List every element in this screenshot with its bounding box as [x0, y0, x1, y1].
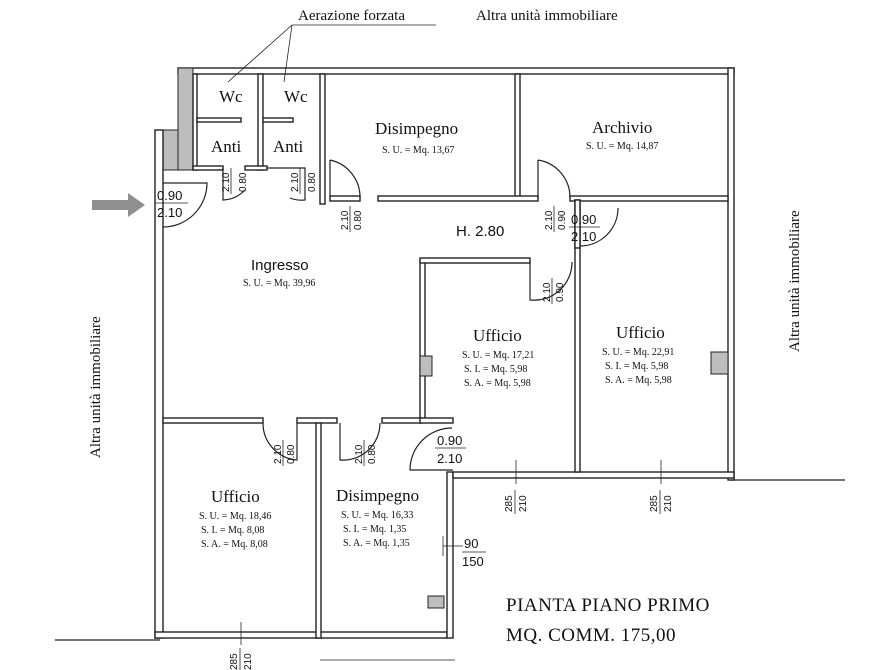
window-dim-side: 90 150: [462, 536, 486, 569]
ufficio-center-label: Ufficio: [473, 326, 522, 345]
svg-text:90: 90: [464, 536, 478, 551]
svg-text:2.10: 2.10: [542, 282, 553, 302]
disimpegno-bottom-label: Disimpegno: [336, 486, 419, 505]
interior-walls: [162, 73, 729, 639]
svg-text:0.90: 0.90: [157, 188, 182, 203]
svg-text:2.10: 2.10: [221, 172, 232, 192]
ufficio-bottom-label: Ufficio: [211, 487, 260, 506]
svg-text:2.10: 2.10: [354, 444, 365, 464]
svg-text:210: 210: [518, 495, 529, 512]
svg-text:210: 210: [663, 495, 674, 512]
door-dim-bottom-passage: 0.90 2.10: [435, 433, 466, 466]
ufficio-bottom-sa: S. A. = Mq. 8,08: [201, 539, 268, 550]
ufficio-center-si: S. I. = Mq. 5,98: [464, 364, 527, 375]
neighbor-top-label: Altra unità immobiliare: [476, 8, 618, 24]
svg-text:2.10: 2.10: [340, 210, 351, 230]
svg-text:285: 285: [229, 653, 240, 670]
door-dim-ufficio-bottom: 0.80 2.10: [273, 440, 297, 466]
door-dim-anti1: 0.80 2.10: [221, 168, 249, 194]
disimpegno-bottom-sa: S. A. = Mq. 1,35: [343, 538, 410, 549]
svg-text:285: 285: [504, 495, 515, 512]
svg-text:0.80: 0.80: [307, 172, 318, 192]
ufficio-bottom-su: S. U. = Mq. 18,46: [199, 511, 271, 522]
svg-text:150: 150: [462, 554, 484, 569]
disimpegno-bottom-su: S. U. = Mq. 16,33: [341, 510, 413, 521]
ingresso-label: Ingresso: [251, 257, 309, 274]
ufficio-right-si: S. I. = Mq. 5,98: [605, 361, 668, 372]
ufficio-right-sa: S. A. = Mq. 5,98: [605, 375, 672, 386]
wc1-label: Wc: [219, 87, 243, 106]
svg-text:2.10: 2.10: [157, 205, 182, 220]
anti1-label: Anti: [211, 137, 242, 156]
ufficio-center-sa: S. A. = Mq. 5,98: [464, 378, 531, 389]
neighbor-left-label: Altra unità immobiliare: [88, 316, 104, 458]
svg-text:2.10: 2.10: [273, 444, 284, 464]
ventilation-label: Aerazione forzata: [298, 8, 405, 24]
archivio-label: Archivio: [592, 118, 652, 137]
svg-text:0.90: 0.90: [571, 212, 596, 227]
svg-text:0.90: 0.90: [555, 282, 566, 302]
wc2-label: Wc: [284, 87, 308, 106]
door-dim-archivio: 0.90 2.10: [544, 206, 568, 232]
svg-text:210: 210: [243, 653, 254, 670]
window-dim-center: 285 210: [504, 490, 529, 514]
door-dim-anti2: 0.80 2.10: [290, 168, 318, 194]
anti2-label: Anti: [273, 137, 304, 156]
plan-area: MQ. COMM. 175,00: [506, 625, 676, 646]
svg-text:0.80: 0.80: [286, 444, 297, 464]
archivio-su: S. U. = Mq. 14,87: [586, 141, 658, 152]
outer-walls: [154, 67, 735, 639]
entrance-arrow-icon: [92, 193, 145, 217]
door-dim-entrance: 0.90 2.10: [155, 188, 188, 220]
neighbor-right-label: Altra unità immobiliare: [787, 210, 803, 352]
ufficio-center-su: S. U. = Mq. 17,21: [462, 350, 534, 361]
door-dim-disimpegno-bottom: 0.80 2.10: [354, 440, 378, 466]
ufficio-bottom-si: S. I. = Mq. 8,08: [201, 525, 264, 536]
plan-title: PIANTA PIANO PRIMO: [506, 595, 710, 616]
window-dim-right: 285 210: [649, 490, 674, 514]
door-swings: [162, 159, 619, 471]
door-dim-disimpegno-top: 0.80 2.10: [340, 206, 364, 232]
svg-text:0.90: 0.90: [437, 433, 462, 448]
window-markers: [240, 460, 662, 645]
door-dim-ufficio-right: 0.90 2.10: [569, 212, 600, 244]
height-label: H. 2.80: [456, 223, 504, 240]
svg-text:2.10: 2.10: [571, 229, 596, 244]
ventilation-leaders: [227, 24, 436, 83]
svg-text:0.80: 0.80: [367, 444, 378, 464]
door-dim-ufficio-center: 0.90 2.10: [542, 278, 566, 304]
svg-text:2.10: 2.10: [437, 451, 462, 466]
svg-text:285: 285: [649, 495, 660, 512]
disimpegno-top-su: S. U. = Mq. 13,67: [382, 145, 454, 156]
ufficio-right-label: Ufficio: [616, 323, 665, 342]
ingresso-su: S. U. = Mq. 39,96: [243, 278, 315, 289]
disimpegno-top-label: Disimpegno: [375, 119, 458, 138]
window-dim-bottom-left: 285 210: [229, 648, 254, 670]
svg-text:2.10: 2.10: [544, 210, 555, 230]
svg-text:0.80: 0.80: [353, 210, 364, 230]
svg-text:2.10: 2.10: [290, 172, 301, 192]
ufficio-right-su: S. U. = Mq. 22,91: [602, 347, 674, 358]
disimpegno-bottom-si: S. I. = Mq. 1,35: [343, 524, 406, 535]
svg-text:0.90: 0.90: [557, 210, 568, 230]
svg-text:0.80: 0.80: [238, 172, 249, 192]
